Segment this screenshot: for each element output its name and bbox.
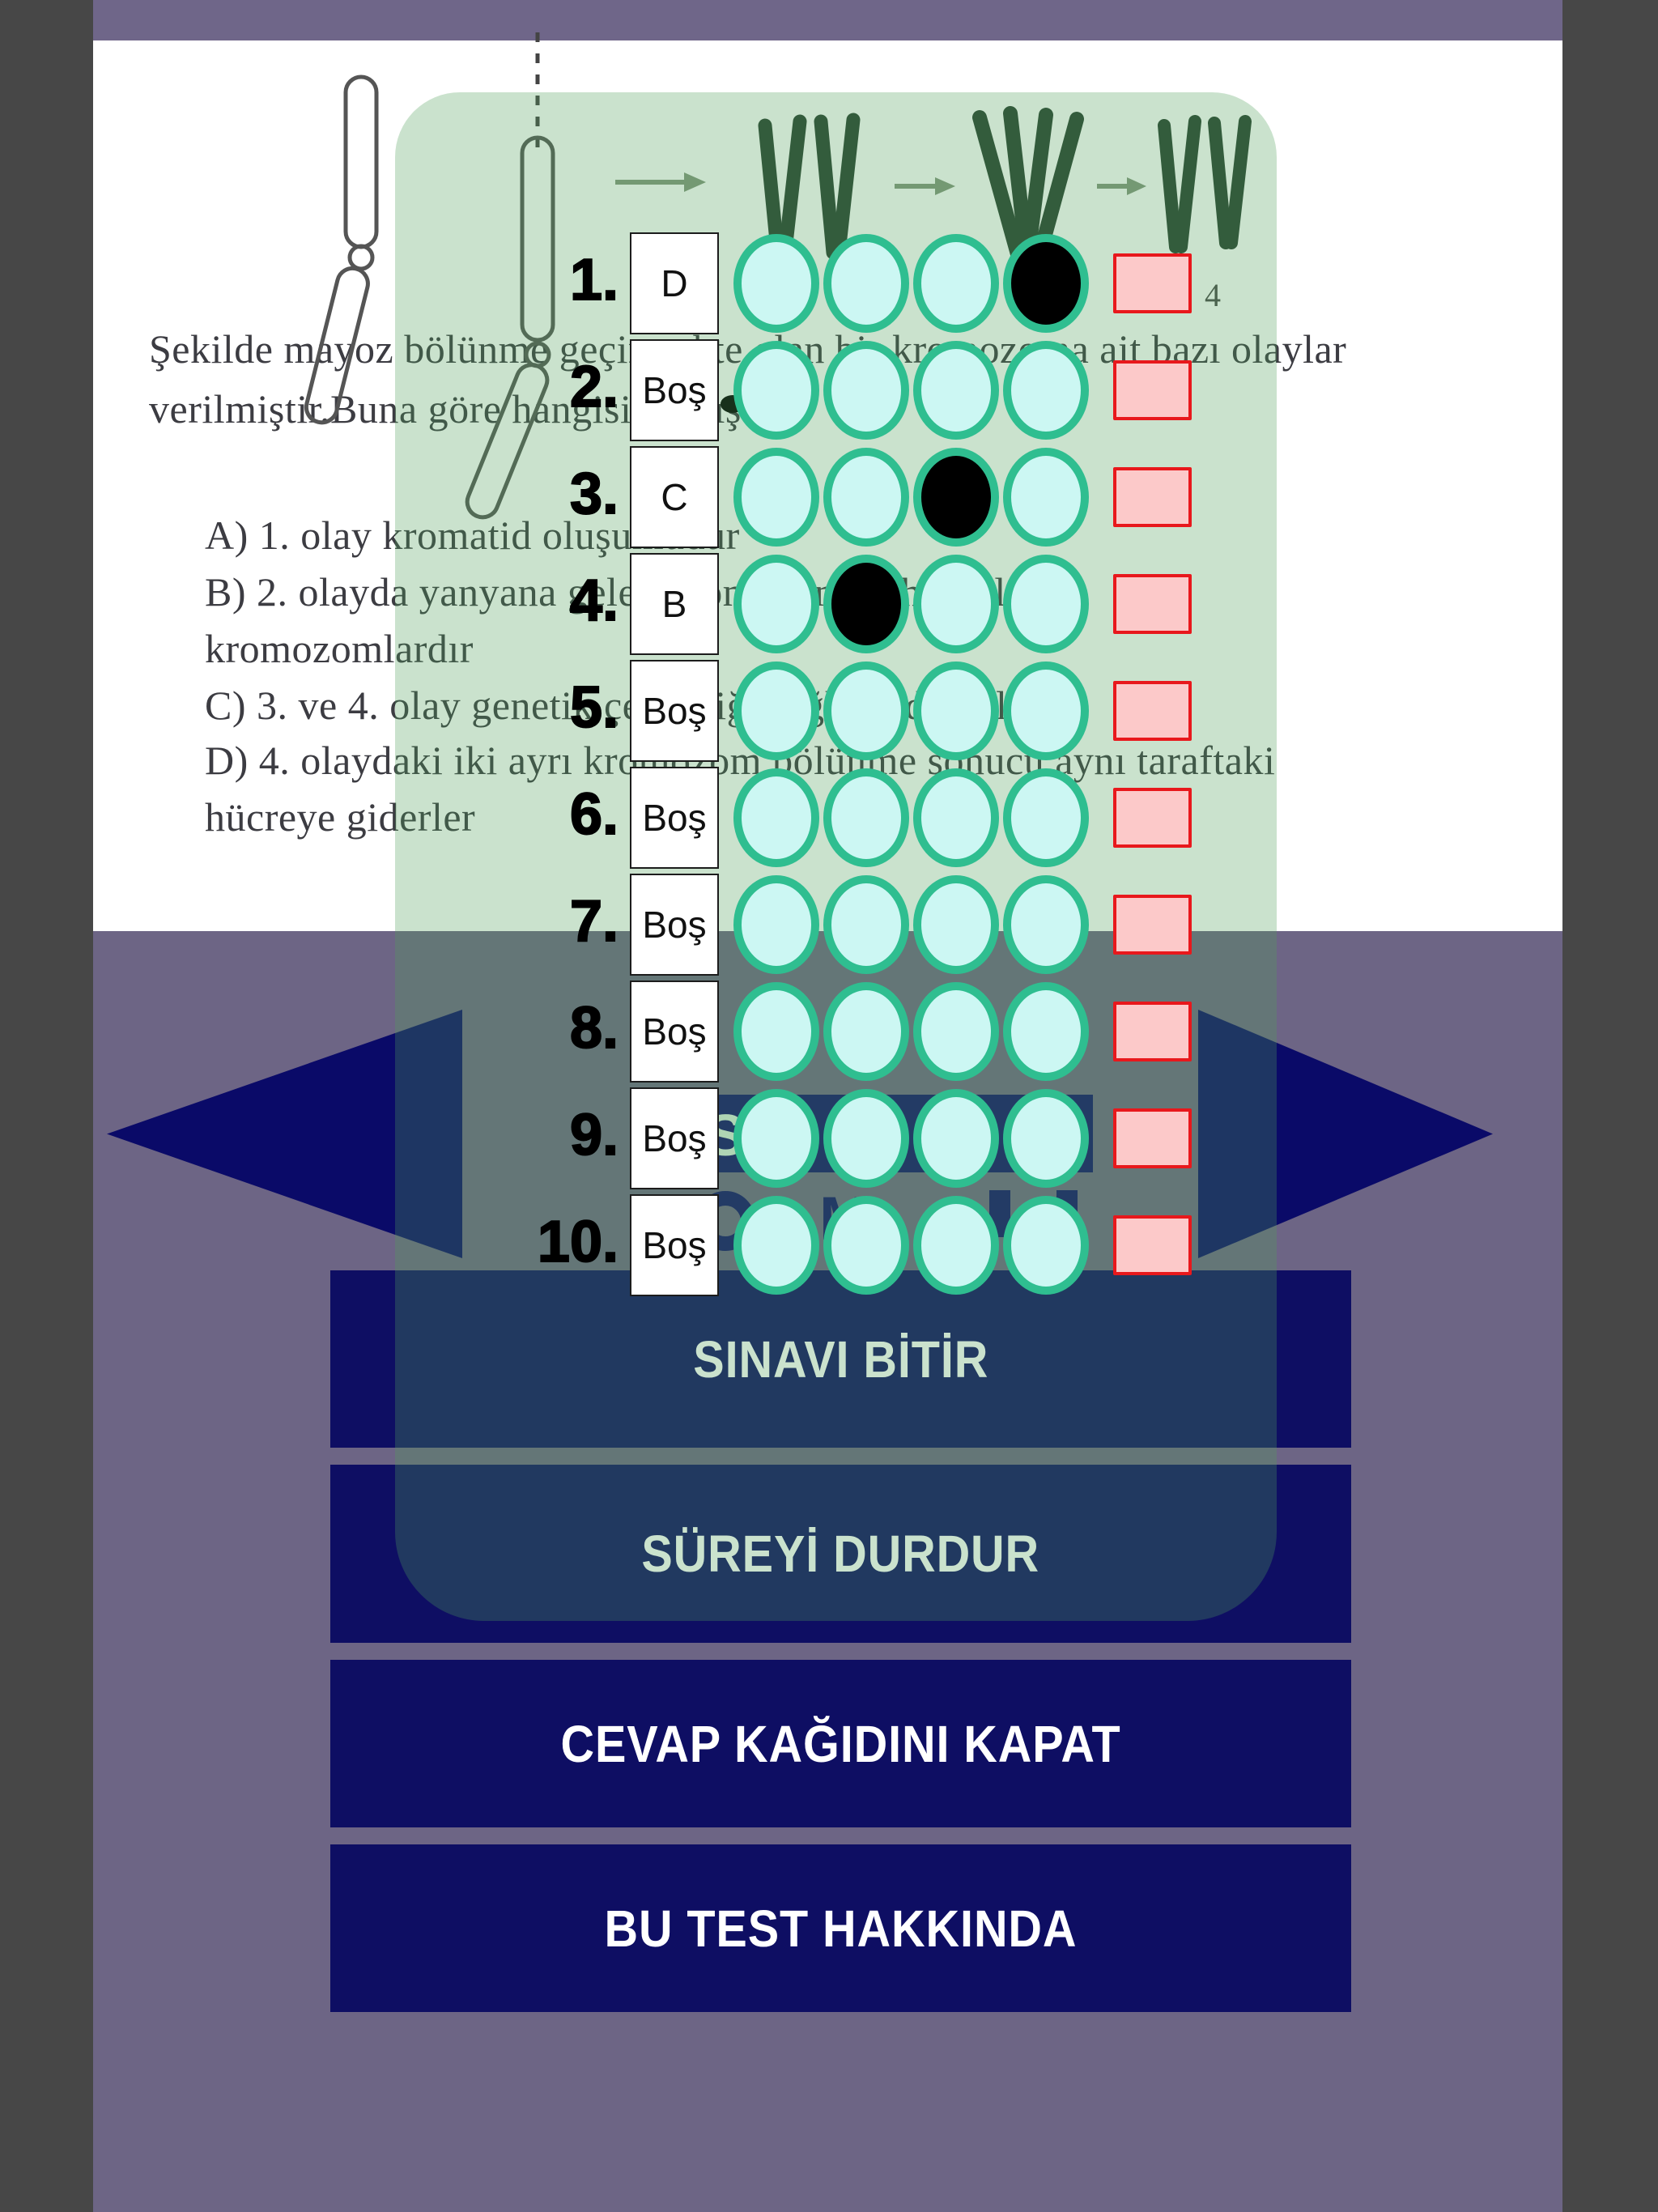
bubble-q6-A[interactable] xyxy=(733,768,819,867)
question-number-2: 2. xyxy=(569,354,619,420)
bubble-q3-B[interactable] xyxy=(823,448,909,547)
bubble-q1-D[interactable] xyxy=(1003,234,1089,333)
question-number-10: 10. xyxy=(537,1209,619,1275)
flag-rect-q9[interactable] xyxy=(1113,1108,1192,1168)
flag-rect-q5[interactable] xyxy=(1113,681,1192,741)
top-status-bar xyxy=(93,0,1562,40)
flag-rect-q10[interactable] xyxy=(1113,1215,1192,1275)
close-answer-sheet-label: CEVAP KAĞIDINI KAPAT xyxy=(560,1714,1121,1773)
bubble-q9-A[interactable] xyxy=(733,1089,819,1188)
answer-state-box-5[interactable]: Boş xyxy=(630,660,719,762)
question-number-9: 9. xyxy=(569,1102,619,1168)
bubble-q7-C[interactable] xyxy=(913,875,999,974)
bubble-q4-B[interactable] xyxy=(823,555,909,653)
bubble-q5-B[interactable] xyxy=(823,661,909,760)
bubble-q6-B[interactable] xyxy=(823,768,909,867)
question-number-5: 5. xyxy=(569,674,619,741)
option-d: D) 4. olaydaki iki ayrı kromozom bölünme… xyxy=(205,738,1276,783)
bubble-q2-C[interactable] xyxy=(913,341,999,440)
bubble-q3-D[interactable] xyxy=(1003,448,1089,547)
bubble-q5-D[interactable] xyxy=(1003,661,1089,760)
bubble-q9-D[interactable] xyxy=(1003,1089,1089,1188)
bubble-q10-D[interactable] xyxy=(1003,1196,1089,1295)
bubble-q3-C[interactable] xyxy=(913,448,999,547)
question-number-7: 7. xyxy=(569,888,619,955)
about-test-label: BU TEST HAKKINDA xyxy=(604,1899,1078,1958)
bubble-q8-B[interactable] xyxy=(823,982,909,1081)
bubble-q1-C[interactable] xyxy=(913,234,999,333)
answer-state-box-7[interactable]: Boş xyxy=(630,874,719,976)
answer-state-box-1[interactable]: D xyxy=(630,232,719,334)
question-number-6: 6. xyxy=(569,781,619,848)
about-test-button[interactable]: BU TEST HAKKINDA xyxy=(330,1844,1351,2012)
bubble-q10-A[interactable] xyxy=(733,1196,819,1295)
bubble-q8-C[interactable] xyxy=(913,982,999,1081)
flag-rect-q7[interactable] xyxy=(1113,895,1192,955)
bubble-q6-D[interactable] xyxy=(1003,768,1089,867)
bubble-q6-C[interactable] xyxy=(913,768,999,867)
flag-rect-q3[interactable] xyxy=(1113,467,1192,527)
option-b-wrap: kromozomlardır xyxy=(205,626,474,671)
bubble-q5-C[interactable] xyxy=(913,661,999,760)
answer-state-box-2[interactable]: Boş xyxy=(630,339,719,441)
bubble-q3-A[interactable] xyxy=(733,448,819,547)
answer-state-box-4[interactable]: B xyxy=(630,553,719,655)
bubble-q4-D[interactable] xyxy=(1003,555,1089,653)
option-d-wrap: hücreye giderler xyxy=(205,794,476,840)
answer-state-box-6[interactable]: Boş xyxy=(630,767,719,869)
bubble-q2-B[interactable] xyxy=(823,341,909,440)
bubble-q8-D[interactable] xyxy=(1003,982,1089,1081)
flag-rect-q1[interactable] xyxy=(1113,253,1192,313)
question-number-4: 4. xyxy=(569,568,619,634)
answer-state-box-10[interactable]: Boş xyxy=(630,1194,719,1296)
bubble-q10-C[interactable] xyxy=(913,1196,999,1295)
bubble-q1-B[interactable] xyxy=(823,234,909,333)
answer-state-box-3[interactable]: C xyxy=(630,446,719,548)
question-number-3: 3. xyxy=(569,461,619,527)
finish-exam-button[interactable]: SINAVI BİTİR xyxy=(330,1270,1351,1448)
flag-rect-q4[interactable] xyxy=(1113,574,1192,634)
answer-state-box-8[interactable]: Boş xyxy=(630,981,719,1083)
answer-state-box-9[interactable]: Boş xyxy=(630,1087,719,1189)
question-number-8: 8. xyxy=(569,995,619,1061)
bubble-q2-A[interactable] xyxy=(733,341,819,440)
bubble-q7-D[interactable] xyxy=(1003,875,1089,974)
bubble-q1-A[interactable] xyxy=(733,234,819,333)
bubble-q5-A[interactable] xyxy=(733,661,819,760)
finish-exam-label: SINAVI BİTİR xyxy=(693,1329,988,1389)
flag-rect-q6[interactable] xyxy=(1113,788,1192,848)
bubble-q7-A[interactable] xyxy=(733,875,819,974)
bubble-q4-C[interactable] xyxy=(913,555,999,653)
bubble-q4-A[interactable] xyxy=(733,555,819,653)
answer-sheet-panel xyxy=(395,92,1277,1621)
bubble-q7-B[interactable] xyxy=(823,875,909,974)
bubble-q10-B[interactable] xyxy=(823,1196,909,1295)
bubble-q9-C[interactable] xyxy=(913,1089,999,1188)
close-answer-sheet-button[interactable]: CEVAP KAĞIDINI KAPAT xyxy=(330,1660,1351,1827)
flag-rect-q8[interactable] xyxy=(1113,1002,1192,1061)
stop-timer-label: SÜREYİ DURDUR xyxy=(641,1525,1040,1583)
stop-timer-button[interactable]: SÜREYİ DURDUR xyxy=(330,1465,1351,1643)
bubble-q2-D[interactable] xyxy=(1003,341,1089,440)
bubble-q8-A[interactable] xyxy=(733,982,819,1081)
question-number-1: 1. xyxy=(569,247,619,313)
bubble-q9-B[interactable] xyxy=(823,1089,909,1188)
flag-rect-q2[interactable] xyxy=(1113,360,1192,420)
